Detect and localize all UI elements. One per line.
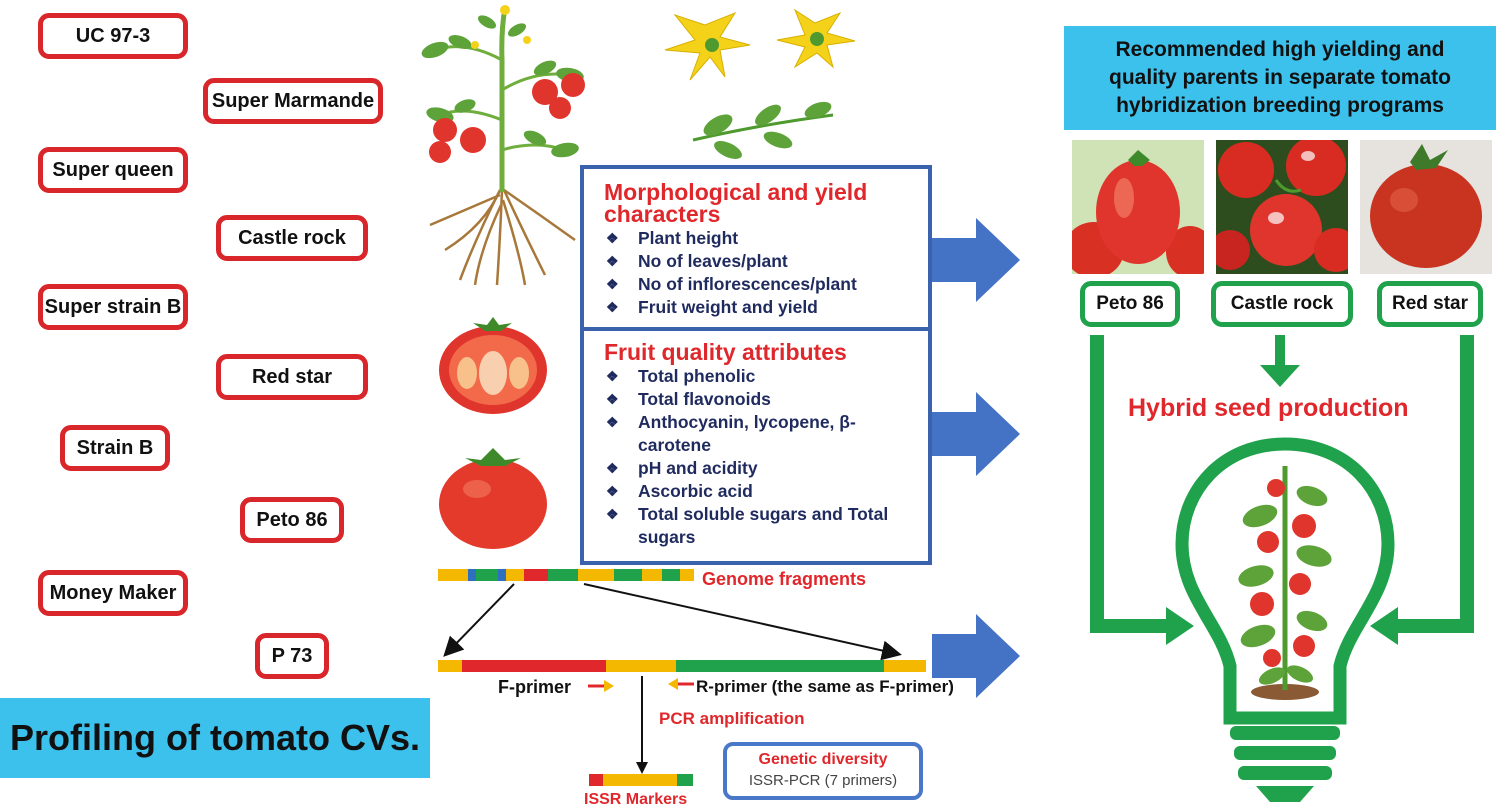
arrow-right-icon <box>932 218 1020 302</box>
diamond-bullet-icon: ❖ <box>606 276 619 292</box>
arrow-right-icon <box>932 392 1020 476</box>
parent-castle-rock: Castle rock <box>1211 281 1353 327</box>
profiling-title: Profiling of tomato CVs. <box>0 698 430 778</box>
issr-marker-bar <box>589 774 693 786</box>
parent-peto-86: Peto 86 <box>1080 281 1180 327</box>
morphology-item: ❖No of inflorescences/plant <box>606 274 857 294</box>
quality-item: ❖Total flavonoids <box>606 389 771 409</box>
cultivar-p-73: P 73 <box>255 633 329 679</box>
morphology-box: Morphological and yield characters ❖Plan… <box>580 165 932 331</box>
quality-item: ❖Anthocyanin, lycopene, β-carotene <box>606 412 856 455</box>
quality-item: ❖Ascorbic acid <box>606 481 753 501</box>
diamond-bullet-icon: ❖ <box>606 414 619 430</box>
hybrid-seed-production-label: Hybrid seed production <box>1128 394 1409 422</box>
r-primer-label: R-primer (the same as F-primer) <box>696 677 954 696</box>
cultivar-strain-b: Strain B <box>60 425 170 471</box>
cultivar-uc-97-3: UC 97-3 <box>38 13 188 59</box>
red-star-photo <box>1360 140 1492 274</box>
recommended-title: Recommended high yielding and quality pa… <box>1064 26 1496 130</box>
hybrid-flow-arrows <box>1090 335 1474 645</box>
cultivar-red-star: Red star <box>216 354 368 400</box>
morphology-item: ❖No of leaves/plant <box>606 251 788 271</box>
arrow-right-icon <box>932 614 1020 698</box>
f-primer-label: F-primer <box>498 677 572 697</box>
pcr-arrow <box>636 676 648 774</box>
diamond-bullet-icon: ❖ <box>606 253 619 269</box>
genome-fragments-bar <box>438 569 694 581</box>
quality-item: ❖Total phenolic <box>606 366 756 386</box>
castle-rock-photo <box>1216 140 1348 274</box>
genetic-diversity-subtitle: ISSR-PCR (7 primers) <box>748 772 898 789</box>
diamond-bullet-icon: ❖ <box>606 391 619 407</box>
morphology-item: ❖Plant height <box>606 228 739 248</box>
quality-item: ❖Total soluble sugars and Total sugars <box>606 504 889 547</box>
arrow-right-icon <box>588 680 614 692</box>
cultivar-money-maker: Money Maker <box>38 570 188 616</box>
genetic-diversity-box: Genetic diversity ISSR-PCR (7 primers) <box>723 742 923 800</box>
genetic-diversity-title: Genetic diversity <box>758 751 888 768</box>
diamond-bullet-icon: ❖ <box>606 368 619 384</box>
tomato-flowers-illustration <box>664 8 856 81</box>
parent-red-star: Red star <box>1377 281 1483 327</box>
tomato-leaf-illustration <box>692 101 834 159</box>
cultivar-super-marmande: Super Marmande <box>203 78 383 124</box>
quality-item: ❖pH and acidity <box>606 458 758 478</box>
diamond-bullet-icon: ❖ <box>606 483 619 499</box>
genome-fragments-label: Genome fragments <box>702 569 867 589</box>
fruit-quality-box-title: Fruit quality attributes <box>604 339 847 365</box>
cultivar-super-queen: Super queen <box>38 147 188 193</box>
amplicon-bar <box>438 660 926 672</box>
cultivar-super-strain-b: Super strain B <box>38 284 188 330</box>
fragment-arrows <box>443 583 902 660</box>
tomato-whole-illustration <box>439 448 547 549</box>
light-bulb-icon <box>1175 437 1395 802</box>
cultivar-castle-rock: Castle rock <box>216 215 368 261</box>
morphology-item: ❖Fruit weight and yield <box>606 297 818 317</box>
diamond-bullet-icon: ❖ <box>606 299 619 315</box>
cultivar-peto-86: Peto 86 <box>240 497 344 543</box>
peto-86-photo <box>1072 140 1204 274</box>
diamond-bullet-icon: ❖ <box>606 460 619 476</box>
issr-markers-label: ISSR Markers <box>584 791 688 808</box>
fruit-quality-box: Fruit quality attributes ❖Total phenolic… <box>580 327 932 565</box>
diamond-bullet-icon: ❖ <box>606 230 619 246</box>
pcr-amplification-label: PCR amplification <box>659 709 805 728</box>
arrow-left-icon <box>668 678 694 690</box>
tomato-half-illustration <box>439 317 547 414</box>
diamond-bullet-icon: ❖ <box>606 506 619 522</box>
morphology-box-title: Morphological and yield characters <box>604 179 868 227</box>
tomato-plant-illustration <box>421 5 585 286</box>
